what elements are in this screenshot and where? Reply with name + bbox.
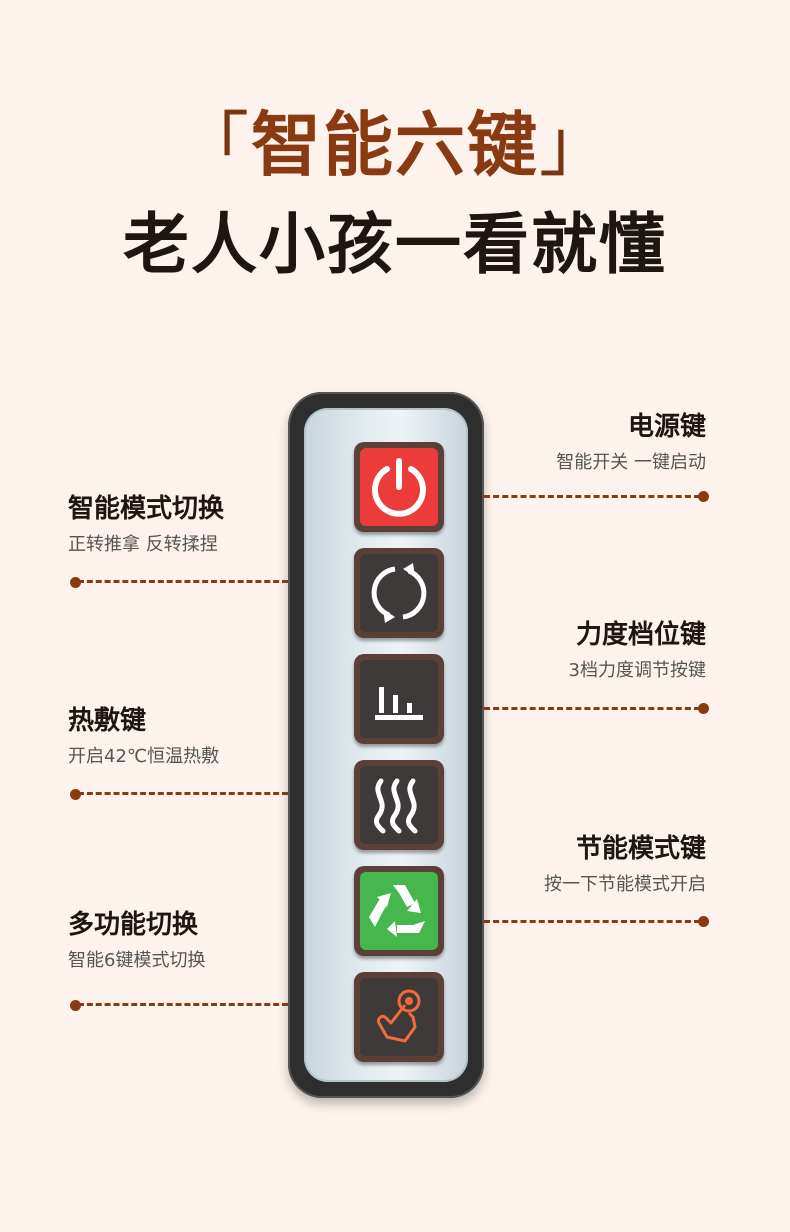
mode-key[interactable] (354, 548, 444, 638)
mode-desc: 正转推拿 反转揉捏 (68, 534, 218, 555)
strength-key-face (360, 660, 438, 738)
strength-label: 力度档位键 (575, 620, 706, 650)
mode-leader-dot (70, 577, 81, 588)
multi-leader-line (78, 1003, 288, 1006)
power-leader-dot (698, 491, 709, 502)
strength-key[interactable] (354, 654, 444, 744)
multi-desc: 智能6键模式切换 (68, 950, 206, 971)
eco-annotation: 节能模式键 按一下节能模式开启 (544, 832, 706, 898)
power-label: 电源键 (627, 412, 706, 442)
remote-panel (304, 408, 468, 1082)
title-heading: 「智能六键」 (0, 100, 790, 190)
eco-desc: 按一下节能模式开启 (544, 874, 706, 895)
multi-key[interactable] (354, 972, 444, 1062)
heat-key[interactable] (354, 760, 444, 850)
multi-annotation: 多功能切换 智能6键模式切换 (68, 908, 205, 974)
heat-waves-icon (374, 778, 418, 834)
mode-key-face (360, 554, 438, 632)
mode-label: 智能模式切换 (68, 494, 225, 524)
subtitle: 老人小孩一看就懂 (123, 206, 667, 283)
title-bracket-close: 」 (539, 104, 611, 186)
mode-leader-line (78, 580, 288, 583)
multi-leader-dot (70, 1000, 81, 1011)
rotate-icon (371, 563, 427, 623)
power-key-face (360, 448, 438, 526)
power-key[interactable] (354, 442, 444, 532)
heat-annotation: 热敷键 开启42℃恒温热敷 (68, 704, 219, 770)
multi-label: 多功能切换 (68, 910, 199, 940)
remote-controller (288, 392, 484, 1098)
heat-label: 热敷键 (68, 706, 147, 736)
title-bracket-open: 「 (179, 104, 251, 186)
heat-desc: 开启42℃恒温热敷 (68, 746, 220, 767)
eco-key-face (360, 872, 438, 950)
eco-key[interactable] (354, 866, 444, 956)
mode-annotation: 智能模式切换 正转推拿 反转揉捏 (68, 492, 224, 558)
power-desc: 智能开关 一键启动 (556, 452, 706, 473)
strength-leader-dot (698, 703, 709, 714)
strength-desc: 3档力度调节按键 (568, 660, 706, 681)
eco-leader-dot (698, 916, 709, 927)
heat-leader-line (78, 792, 288, 795)
strength-leader-line (484, 707, 700, 710)
eco-leader-line (484, 920, 700, 923)
heat-leader-dot (70, 789, 81, 800)
heat-key-face (360, 766, 438, 844)
power-icon (372, 458, 426, 517)
hand-touch-icon (377, 989, 421, 1043)
strength-annotation: 力度档位键 3档力度调节按键 (569, 618, 706, 684)
eco-label: 节能模式键 (575, 834, 706, 864)
title-text: 智能六键 (251, 104, 539, 186)
multi-key-face (360, 978, 438, 1056)
recycle-icon (369, 885, 425, 937)
power-leader-line (484, 495, 700, 498)
power-annotation: 电源键 智能开关 一键启动 (556, 410, 706, 476)
intensity-bars-icon (375, 687, 423, 720)
